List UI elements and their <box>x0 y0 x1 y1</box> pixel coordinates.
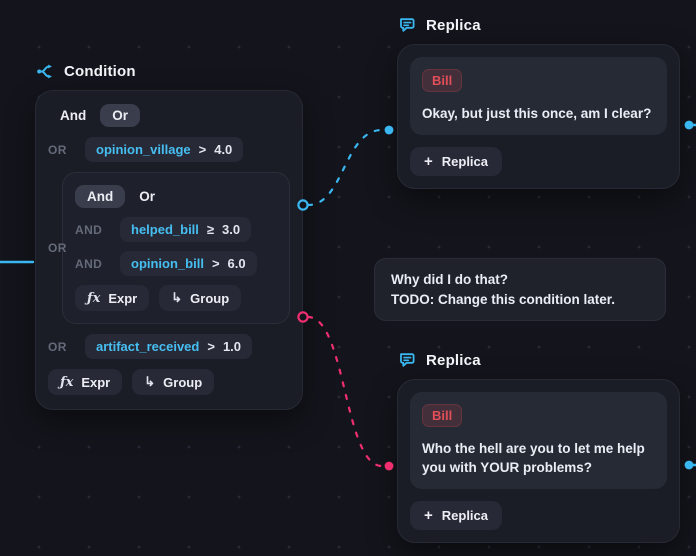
value: 6.0 <box>227 256 246 271</box>
comment-line-2: TODO: Change this condition later. <box>391 291 616 307</box>
variable-name: artifact_received <box>96 339 200 354</box>
replica-bottom-card[interactable]: Bill Who the hell are you to let me help… <box>410 392 667 490</box>
value: 3.0 <box>222 222 241 237</box>
condition-row: AND opinion_bill > 6.0 <box>75 251 277 276</box>
chat-bubble-icon <box>398 16 417 35</box>
condition-row-group: OR And Or AND helped_bill ≥ 3.0 AND <box>48 172 290 324</box>
condition-root-and-or-toggle: And Or <box>48 104 290 127</box>
replica-bottom-node-title: Replica <box>426 352 481 369</box>
wire-condition-to-replica-bottom[interactable] <box>306 315 384 468</box>
operator: > <box>198 142 207 157</box>
fx-icon: ƒx <box>60 374 74 390</box>
variable-name: opinion_village <box>96 142 191 157</box>
group-arrow-icon: ↳ <box>144 374 156 389</box>
fx-icon: ƒx <box>87 290 101 306</box>
condition-node-header[interactable]: Condition <box>36 62 136 81</box>
condition-row: OR artifact_received > 1.0 <box>48 334 290 359</box>
join-label: OR <box>48 142 67 157</box>
comment-line-1: Why did I do that? <box>391 272 508 287</box>
variable-name: helped_bill <box>131 222 199 237</box>
join-label: AND <box>75 222 103 237</box>
chat-bubble-icon <box>398 351 417 370</box>
group-arrow-icon: ↳ <box>171 290 183 305</box>
add-group-button[interactable]: ↳ Group <box>132 369 215 395</box>
replica-bottom-node[interactable]: Bill Who the hell are you to let me help… <box>397 379 680 544</box>
value: 1.0 <box>222 339 242 354</box>
add-replica-label: Replica <box>441 154 489 170</box>
toggle-and-option[interactable]: And <box>60 108 87 123</box>
add-group-label: Group <box>190 290 230 306</box>
replica-top-node-title: Replica <box>426 17 481 34</box>
replica-bottom-output-port[interactable] <box>684 460 694 470</box>
join-label: OR <box>48 339 67 354</box>
variable-name: opinion_bill <box>131 256 204 271</box>
operator: ≥ <box>206 222 215 237</box>
plus-icon: + <box>424 153 433 171</box>
add-expr-label: Expr <box>108 290 138 306</box>
toggle-or-option[interactable]: Or <box>100 104 141 127</box>
add-expr-button[interactable]: ƒx Expr <box>75 285 150 311</box>
add-group-button[interactable]: ↳ Group <box>159 285 242 311</box>
wire-condition-to-replica-top[interactable] <box>306 128 384 207</box>
expression-pill[interactable]: opinion_village > 4.0 <box>85 137 244 162</box>
condition-row: OR opinion_village > 4.0 <box>48 137 290 162</box>
replica-top-card[interactable]: Bill Okay, but just this once, am I clea… <box>410 57 667 136</box>
condition-row: AND helped_bill ≥ 3.0 <box>75 217 277 242</box>
operator: > <box>211 256 220 271</box>
join-label: AND <box>75 256 103 271</box>
expression-pill[interactable]: helped_bill ≥ 3.0 <box>120 217 252 242</box>
toggle-and-option[interactable]: And <box>75 185 126 208</box>
value: 4.0 <box>214 142 233 157</box>
speaker-badge[interactable]: Bill <box>422 404 463 427</box>
operator: > <box>207 339 215 354</box>
add-replica-button[interactable]: + Replica <box>410 147 503 177</box>
replica-top-input-port[interactable] <box>384 125 394 135</box>
comment-note[interactable]: Why did I do that? TODO: Change this con… <box>374 258 666 322</box>
expression-pill[interactable]: opinion_bill > 6.0 <box>120 251 257 276</box>
replica-top-output-port[interactable] <box>684 120 694 130</box>
replica-top-node-header[interactable]: Replica <box>398 16 481 35</box>
condition-node-title: Condition <box>64 63 136 80</box>
speaker-badge[interactable]: Bill <box>422 69 463 92</box>
condition-node[interactable]: And Or OR opinion_village > 4.0 OR And O… <box>35 90 303 410</box>
toggle-or-option[interactable]: Or <box>139 189 156 204</box>
add-group-label: Group <box>163 374 203 390</box>
group-and-or-toggle: And Or <box>75 185 277 208</box>
add-replica-label: Replica <box>441 508 489 524</box>
replica-bottom-input-port[interactable] <box>384 461 394 471</box>
replica-top-node[interactable]: Bill Okay, but just this once, am I clea… <box>397 44 680 190</box>
replica-bottom-node-header[interactable]: Replica <box>398 351 481 370</box>
add-expr-label: Expr <box>81 374 111 390</box>
expression-pill[interactable]: artifact_received > 1.0 <box>85 334 253 359</box>
replica-text[interactable]: Okay, but just this once, am I clear? <box>422 106 652 121</box>
plus-icon: + <box>424 507 433 525</box>
add-expr-button[interactable]: ƒx Expr <box>48 369 123 395</box>
add-replica-button[interactable]: + Replica <box>410 501 503 531</box>
join-label: OR <box>48 241 67 255</box>
replica-text[interactable]: Who the hell are you to let me help you … <box>422 441 645 476</box>
nested-condition-group[interactable]: And Or AND helped_bill ≥ 3.0 AND opinion… <box>62 172 290 324</box>
branch-split-icon <box>36 62 55 81</box>
